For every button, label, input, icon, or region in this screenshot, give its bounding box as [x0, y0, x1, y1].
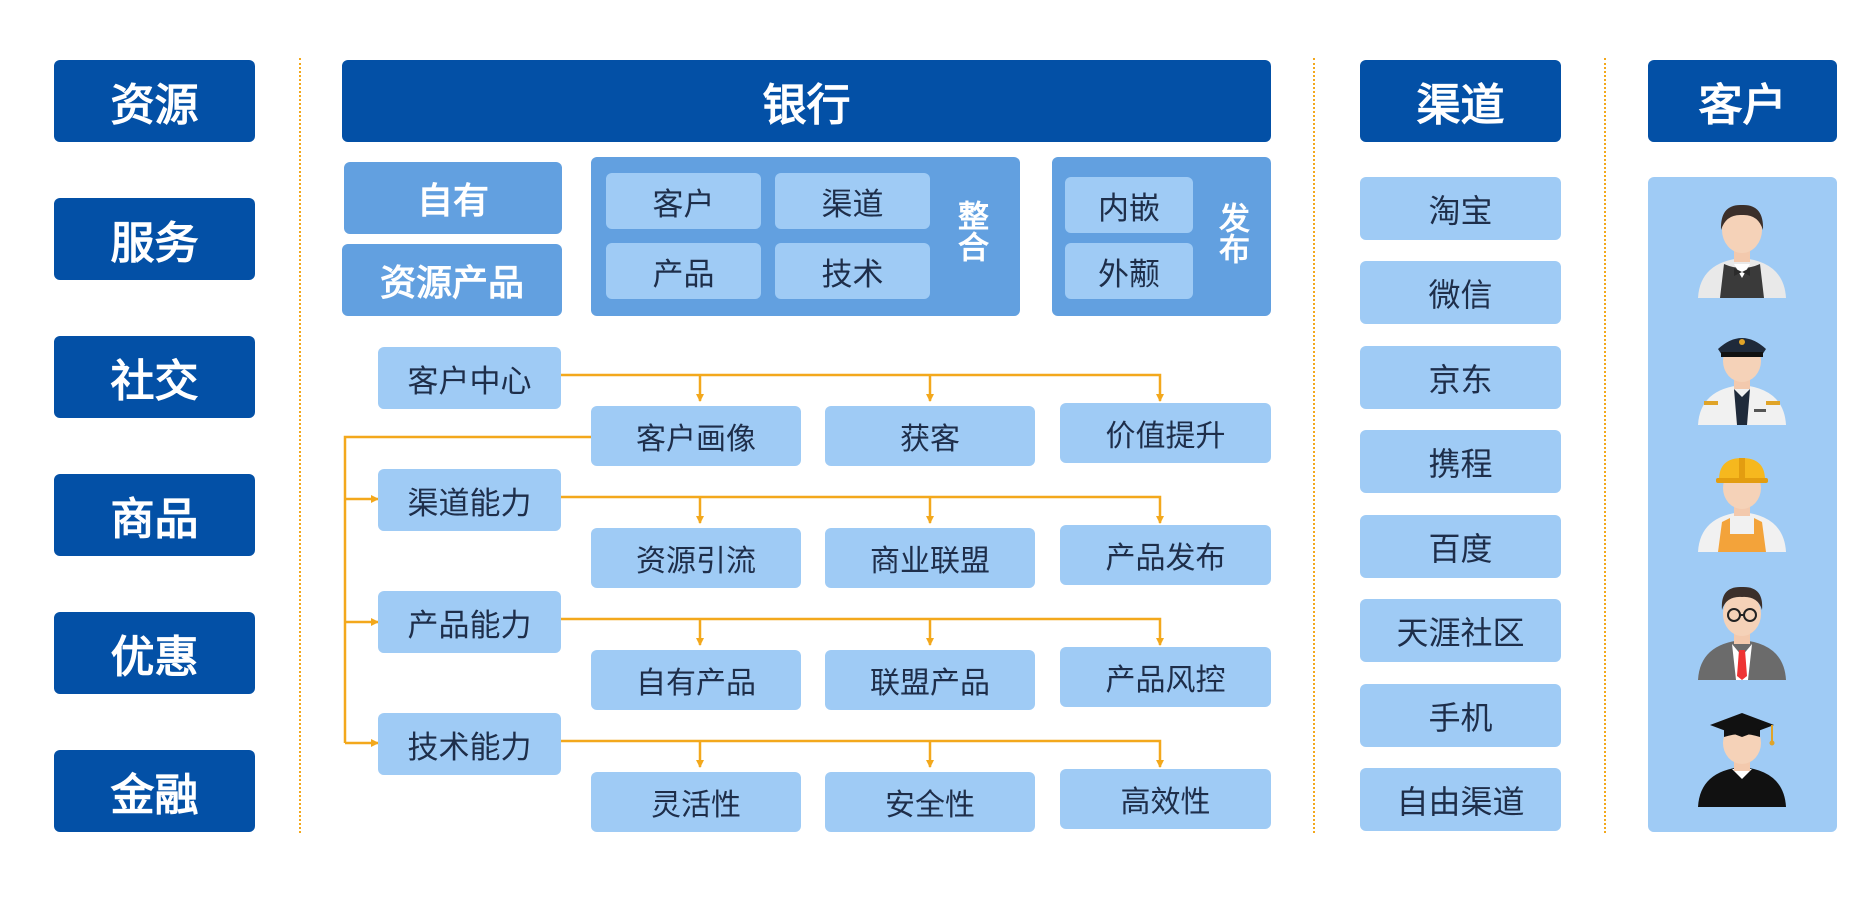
worker-avatar-icon: [1698, 458, 1786, 552]
channel-item: 微信: [1360, 261, 1561, 324]
product-publish: 产品发布: [1060, 525, 1271, 585]
divider-bank-channels: [1313, 58, 1315, 833]
resource-item: 商品: [54, 474, 255, 556]
customer-acquisition: 获客: [825, 406, 1035, 466]
resources-header: 资源: [54, 60, 255, 142]
channel-item: 手机: [1360, 684, 1561, 747]
resource-products-box: 资源产品: [342, 244, 562, 316]
pilot-avatar-icon: [1698, 338, 1786, 425]
value-improvement: 价值提升: [1060, 403, 1271, 463]
own-box: 自有: [344, 162, 562, 234]
capability-customer-center: 客户中心: [378, 347, 561, 409]
channel-item: 携程: [1360, 430, 1561, 493]
integrate-item-tech: 技术: [775, 243, 930, 299]
capability-tech: 技术能力: [378, 713, 561, 775]
integrate-item-customer: 客户: [606, 173, 761, 229]
business-alliance: 商业联盟: [825, 528, 1035, 588]
alliance-products: 联盟产品: [825, 650, 1035, 710]
divider-channels-customers: [1604, 58, 1606, 833]
flexibility: 灵活性: [591, 772, 801, 832]
bank-header: 银行: [342, 60, 1271, 142]
own-products: 自有产品: [591, 650, 801, 710]
security: 安全性: [825, 772, 1035, 832]
resource-item: 优惠: [54, 612, 255, 694]
graduate-avatar-icon: [1698, 713, 1786, 807]
capability-product: 产品能力: [378, 591, 561, 653]
channel-item: 天涯社区: [1360, 599, 1561, 662]
resource-item: 社交: [54, 336, 255, 418]
waiter-avatar-icon: [1698, 204, 1786, 298]
capability-channel: 渠道能力: [378, 469, 561, 531]
businessman-avatar-icon: [1698, 586, 1786, 680]
resource-traffic: 资源引流: [591, 528, 801, 588]
channel-item: 百度: [1360, 515, 1561, 578]
channel-item: 淘宝: [1360, 177, 1561, 240]
resource-item: 金融: [54, 750, 255, 832]
channels-header: 渠道: [1360, 60, 1561, 142]
integrate-label: 整合: [952, 200, 988, 262]
publish-item-external: 外颟: [1065, 243, 1193, 299]
customer-portrait: 客户画像: [591, 406, 801, 466]
resource-item: 服务: [54, 198, 255, 280]
publish-label: 发布: [1213, 202, 1249, 264]
channel-item: 京东: [1360, 346, 1561, 409]
integrate-item-channel: 渠道: [775, 173, 930, 229]
customers-header: 客户: [1648, 60, 1837, 142]
channel-item: 自由渠道: [1360, 768, 1561, 831]
publish-item-embed: 内嵌: [1065, 177, 1193, 233]
integrate-item-product: 产品: [606, 243, 761, 299]
divider-resources-bank: [299, 58, 301, 833]
efficiency: 高效性: [1060, 769, 1271, 829]
product-risk-control: 产品风控: [1060, 647, 1271, 707]
